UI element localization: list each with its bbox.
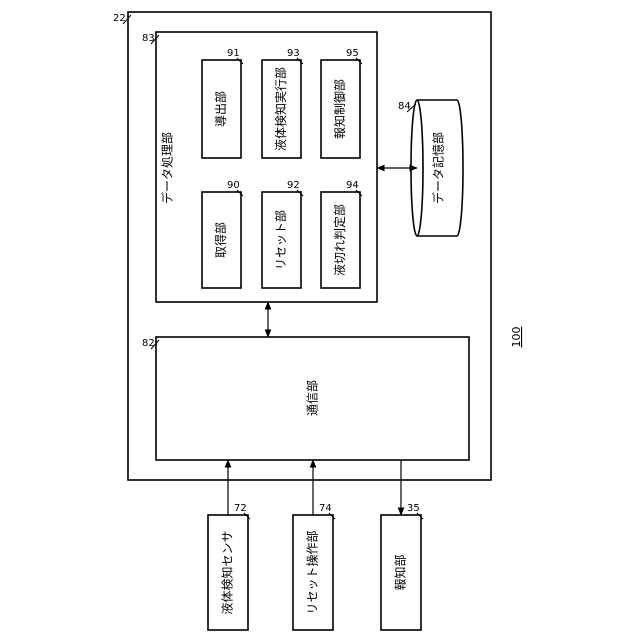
external-liquid-sensor-ref-label: 72 [234, 503, 247, 514]
unit-liquid-out-judge-label: 液切れ判定部 [332, 204, 347, 276]
unit-notify-control-label: 報知制御部 [332, 79, 347, 139]
external-notifier-ref-label: 35 [407, 503, 420, 514]
system-ref-label: 100 [510, 327, 523, 348]
unit-lead-out-label: 導出部 [213, 91, 228, 127]
unit-reset-label: リセット部 [273, 210, 288, 270]
unit-liquid-out-judge-ref-label: 94 [346, 180, 359, 191]
data-storage-label: データ記憶部 [431, 132, 446, 204]
communication-label: 通信部 [305, 380, 320, 416]
external-reset-operation-ref-label: 74 [319, 503, 332, 514]
data-storage: データ記憶部 [411, 100, 463, 236]
unit-liquid-detect-exec-label: 液体検知実行部 [273, 67, 288, 151]
external-liquid-sensor-label: 液体検知センサ [220, 530, 235, 614]
external-devices: 液体検知センサ 72 リセット操作部 74 報知部 35 [208, 503, 423, 630]
external-notifier-label: 報知部 [393, 554, 408, 590]
data-processing-label: データ処理部 [160, 132, 175, 204]
unit-lead-out-ref-label: 91 [227, 48, 240, 59]
unit-notify-control-ref-label: 95 [346, 48, 359, 59]
external-reset-operation-label: リセット操作部 [305, 530, 320, 614]
unit-acquire-label: 取得部 [213, 222, 228, 258]
unit-reset-ref-label: 92 [287, 180, 300, 191]
unit-acquire-ref-label: 90 [227, 180, 240, 191]
unit-liquid-detect-exec-ref-label: 93 [287, 48, 300, 59]
